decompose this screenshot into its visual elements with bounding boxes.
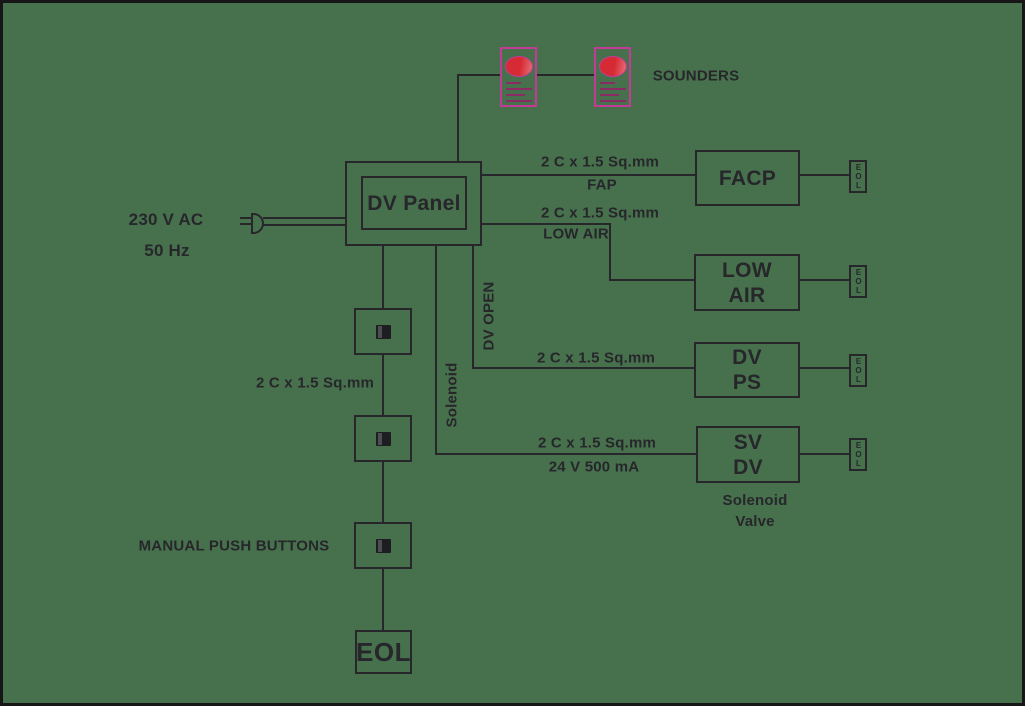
sounder-grill-line xyxy=(506,82,521,84)
wire-plug-prong-bottom xyxy=(240,223,253,225)
wire-low-air-drop xyxy=(609,223,611,281)
sv-dv-box: SV DV xyxy=(696,426,800,483)
solenoid-riser-label: Solenoid xyxy=(443,362,461,428)
dv-ps-label: DV PS xyxy=(732,345,762,395)
sounder-grill-line xyxy=(600,100,626,102)
fap-cable-label: 2 C x 1.5 Sq.mm xyxy=(540,153,660,171)
sounder-lamp xyxy=(599,56,627,77)
sounder-grill-line xyxy=(600,94,619,96)
eol-box-push-buttons: EOL xyxy=(355,630,412,674)
dv-ps-label-line2: PS xyxy=(732,371,762,394)
dv-open-riser-label: DV OPEN xyxy=(480,281,498,351)
dv-panel-box: DV Panel xyxy=(361,176,467,230)
eol-terminator-sv-dv: EOL xyxy=(849,438,867,471)
push-button-cable-label: 2 C x 1.5 Sq.mm xyxy=(255,374,375,392)
eol-label: EOL xyxy=(356,636,411,667)
manual-push-buttons-label: MANUAL PUSH BUTTONS xyxy=(138,537,330,555)
wire-sv-dv xyxy=(435,453,696,455)
sv-dv-label: SV DV xyxy=(733,430,763,480)
low-air-label-line1: LOW xyxy=(722,258,772,282)
wire-fap-eol xyxy=(800,174,849,176)
wire-low-air-a xyxy=(482,223,611,225)
fap-designation-label: FAP xyxy=(587,176,617,194)
wire-sv-dv-eol xyxy=(800,453,849,455)
push-button-station xyxy=(354,415,412,462)
manual-call-point-icon xyxy=(375,431,391,446)
wire-power-cable-top xyxy=(263,217,346,219)
power-frequency-label: 50 Hz xyxy=(144,241,190,260)
wire-dv-ps-eol xyxy=(800,367,849,369)
facp-label: FACP xyxy=(718,166,777,190)
solenoid-valve-caption-line1: Solenoid xyxy=(722,492,788,509)
sounder-grill-line xyxy=(506,94,525,96)
low-air-cable-label: 2 C x 1.5 Sq.mm xyxy=(540,204,660,222)
solenoid-valve-caption-line2: Valve xyxy=(735,513,775,530)
power-voltage-label: 230 V AC xyxy=(128,210,204,229)
wire-plug-prong-top xyxy=(240,217,253,219)
sv-dv-cable-label: 2 C x 1.5 Sq.mm xyxy=(537,434,657,452)
wire-sounder-riser xyxy=(457,74,459,163)
sounder-lamp xyxy=(505,56,533,77)
wire-sounder-link xyxy=(537,74,595,76)
wire-low-air-b xyxy=(609,279,694,281)
dv-ps-cable-label: 2 C x 1.5 Sq.mm xyxy=(536,349,656,367)
sounder-grill-line xyxy=(600,88,626,90)
eol-terminator-dv-ps: EOL xyxy=(849,354,867,387)
manual-call-point-icon xyxy=(375,538,391,553)
sounder-grill-line xyxy=(600,82,615,84)
wire-dv-open-riser xyxy=(472,246,474,369)
wire-sounder-feed xyxy=(458,74,502,76)
low-air-label: LOW AIR xyxy=(722,258,772,308)
sounder-grill-line xyxy=(506,100,532,102)
sounder-strobe-icon xyxy=(500,47,537,107)
dv-panel-outer-box: DV Panel xyxy=(345,161,482,246)
manual-call-point-icon xyxy=(375,324,391,339)
low-air-designation-label: LOW AIR xyxy=(543,225,609,243)
wire-dv-ps xyxy=(472,367,694,369)
eol-terminator-fap: EOL xyxy=(849,160,867,193)
push-button-station xyxy=(354,522,412,569)
wire-solenoid-riser xyxy=(435,246,437,455)
facp-box: FACP xyxy=(695,150,800,206)
sv-dv-label-line1: SV xyxy=(733,430,763,454)
solenoid-valve-caption: Solenoid Valve xyxy=(695,490,815,532)
wire-low-air-eol xyxy=(800,279,849,281)
low-air-label-line2: AIR xyxy=(728,283,766,307)
low-air-box: LOW AIR xyxy=(694,254,800,311)
ac-plug-icon xyxy=(251,213,264,234)
sv-dv-rating-label: 24 V 500 mA xyxy=(548,458,640,476)
dv-panel-label: DV Panel xyxy=(367,191,461,215)
wire-power-cable-bottom xyxy=(263,224,346,226)
sv-dv-label-line2: DV xyxy=(733,455,763,479)
push-button-station xyxy=(354,308,412,355)
wire-fap xyxy=(482,174,695,176)
sounder-strobe-icon xyxy=(594,47,631,107)
sounder-grill-line xyxy=(506,88,532,90)
dv-ps-box: DV PS xyxy=(694,342,800,398)
sounders-label: SOUNDERS xyxy=(652,67,740,85)
dv-ps-label-line1: DV xyxy=(732,346,762,369)
eol-terminator-low-air: EOL xyxy=(849,265,867,298)
